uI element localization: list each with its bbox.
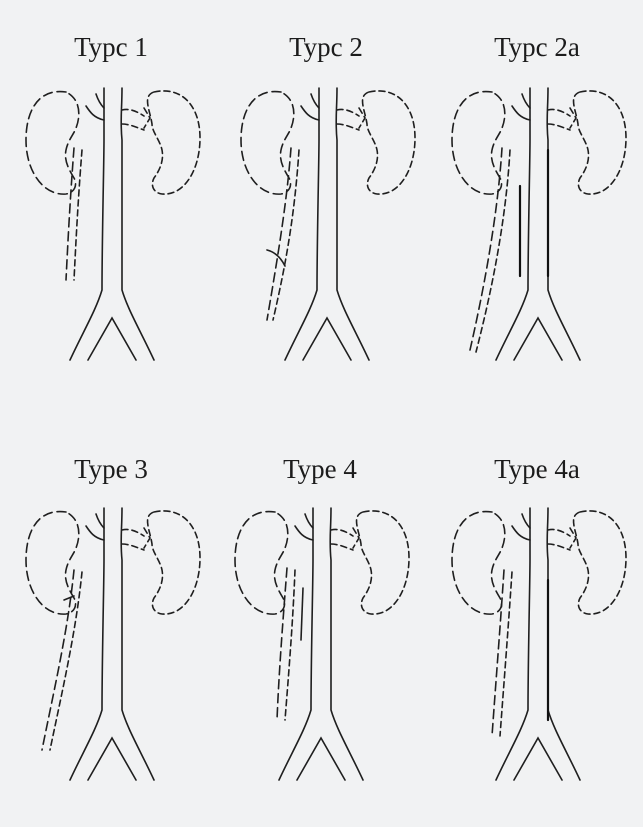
ureter-line	[42, 570, 74, 750]
renal-vein-left	[548, 108, 576, 130]
iliac-bifurcation	[303, 318, 351, 360]
renal-vein-right	[86, 514, 104, 540]
iliac-bifurcation	[514, 738, 562, 780]
anatomy-drawing	[430, 0, 643, 400]
iliac-bifurcation	[297, 738, 345, 780]
ivc-left-wall	[70, 508, 104, 780]
renal-vein-right	[512, 514, 530, 540]
panel-type-3: Type 3	[4, 420, 218, 820]
anatomy-base	[452, 508, 626, 780]
ivc-right-wall	[547, 508, 580, 780]
anatomy-base	[26, 88, 200, 360]
ivc-left-wall	[496, 88, 530, 360]
renal-vein-left	[122, 108, 150, 130]
ureter-line	[66, 148, 74, 280]
panel-type-4: Type 4	[213, 420, 427, 820]
ureter-duplex	[301, 588, 303, 640]
anatomy-base	[235, 508, 409, 780]
right-kidney	[452, 92, 505, 195]
renal-vein-right	[512, 94, 530, 120]
panel-type-4a: Type 4a	[430, 420, 643, 820]
renal-vein-right	[86, 94, 104, 120]
right-kidney	[241, 92, 294, 195]
ivc-left-wall	[279, 508, 313, 780]
anatomy-base	[452, 88, 626, 360]
iliac-bifurcation	[514, 318, 562, 360]
left-kidney	[574, 511, 626, 614]
anatomy-base	[241, 88, 415, 360]
ureter-line-2	[273, 150, 299, 320]
ivc-right-wall	[336, 88, 369, 360]
right-kidney	[235, 512, 288, 615]
renal-vein-left	[337, 108, 365, 130]
ureter-line-2	[74, 150, 82, 280]
left-kidney	[148, 91, 200, 194]
ivc-right-wall	[121, 88, 154, 360]
renal-vein-right	[301, 94, 319, 120]
left-kidney	[357, 511, 409, 614]
right-kidney	[452, 512, 505, 615]
anatomy-drawing	[4, 0, 218, 400]
panel-type-1: Typc 1	[4, 0, 218, 400]
ureter-line-2	[476, 150, 510, 352]
left-kidney	[574, 91, 626, 194]
panel-type-2: Typc 2	[219, 0, 433, 400]
ureter-line-2	[500, 572, 512, 736]
ureter-tick	[64, 596, 74, 600]
ivc-left-wall	[70, 88, 104, 360]
anatomy-drawing	[4, 420, 218, 820]
anatomy-drawing	[430, 420, 643, 820]
ivc-left-wall	[285, 88, 319, 360]
renal-vein-left	[548, 528, 576, 550]
renal-vein-left	[122, 528, 150, 550]
anatomy-base	[26, 508, 200, 780]
left-kidney	[363, 91, 415, 194]
right-kidney	[26, 92, 79, 195]
ivc-right-wall	[121, 508, 154, 780]
iliac-bifurcation	[88, 738, 136, 780]
ivc-right-wall	[547, 88, 580, 360]
ureter-line-2	[285, 570, 295, 720]
panel-type-2a: Typc 2a	[430, 0, 643, 400]
left-kidney	[148, 511, 200, 614]
renal-vein-right	[295, 514, 313, 540]
ureter-line	[470, 148, 502, 350]
ivc-left-wall	[496, 508, 530, 780]
ivc-right-wall	[330, 508, 363, 780]
renal-vein-left	[331, 528, 359, 550]
iliac-bifurcation	[88, 318, 136, 360]
anatomy-drawing	[219, 0, 433, 400]
anatomy-drawing	[213, 420, 427, 820]
